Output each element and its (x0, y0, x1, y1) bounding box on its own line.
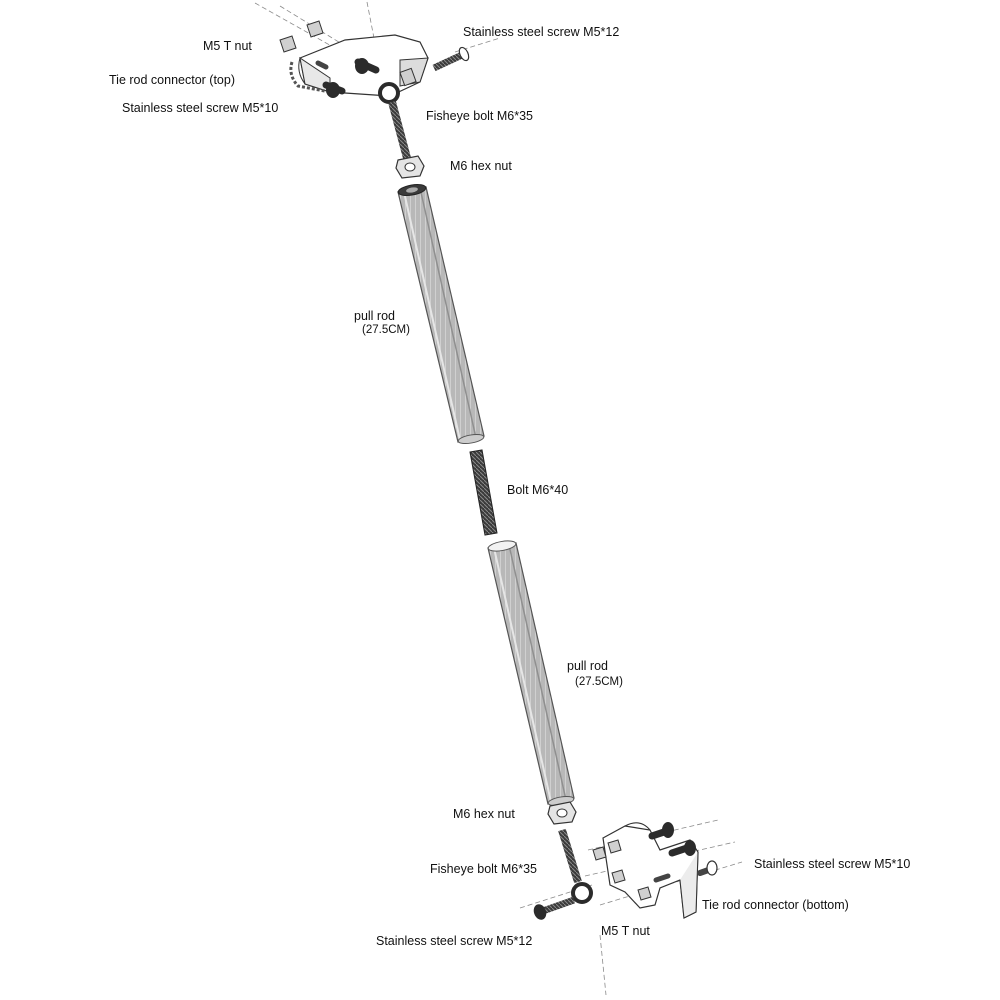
label-pull-rod-upper: pull rod (354, 309, 395, 323)
screw-m5x10-bottom-part (648, 822, 718, 883)
screw-m5x10-top-part (315, 58, 380, 98)
label-m5-t-nut-bottom: M5 T nut (601, 924, 650, 938)
label-pull-rod-lower: pull rod (567, 659, 608, 673)
pull-rod-upper-part (397, 184, 485, 445)
label-fisheye-bolt-bottom: Fisheye bolt M6*35 (430, 862, 538, 876)
label-m6-hex-nut-top: M6 hex nut (450, 159, 512, 173)
label-screw-m5x10-bottom: Stainless steel screw M5*10 (754, 857, 911, 871)
m6-hex-nut-top-part (395, 155, 425, 179)
label-m6-hex-nut-bottom: M6 hex nut (453, 807, 515, 821)
label-screw-m5x10-top: Stainless steel screw M5*10 (122, 101, 279, 115)
fisheye-bolt-top-part (378, 82, 411, 160)
label-m5-t-nut-top: M5 T nut (203, 39, 252, 53)
fisheye-bolt-bottom-part (558, 828, 593, 904)
label-tie-rod-connector-bottom: Tie rod connector (bottom) (702, 898, 849, 912)
screw-m5x12-top-part (399, 46, 470, 87)
label-screw-m5x12-top: Stainless steel screw M5*12 (463, 25, 620, 39)
label-tie-rod-connector-top: Tie rod connector (top) (109, 73, 235, 87)
label-bolt-m6x40: Bolt M6*40 (507, 483, 569, 497)
explode-axis-lines (254, 1, 743, 996)
tie-rod-connector-top (289, 34, 429, 97)
screw-m5x12-bottom-part (533, 896, 576, 920)
label-pull-rod-lower-length: (27.5CM) (575, 676, 623, 688)
m5-t-nut-bottom-part (592, 839, 652, 901)
label-fisheye-bolt-top: Fisheye bolt M6*35 (426, 109, 534, 123)
bolt-m6x40-part (469, 449, 498, 536)
m5-t-nut-top-part (279, 20, 324, 53)
pull-rod-lower-part (487, 540, 575, 807)
m6-hex-nut-bottom-part (547, 801, 577, 825)
label-pull-rod-upper-length: (27.5CM) (362, 324, 410, 336)
label-screw-m5x12-bottom: Stainless steel screw M5*12 (376, 934, 533, 948)
